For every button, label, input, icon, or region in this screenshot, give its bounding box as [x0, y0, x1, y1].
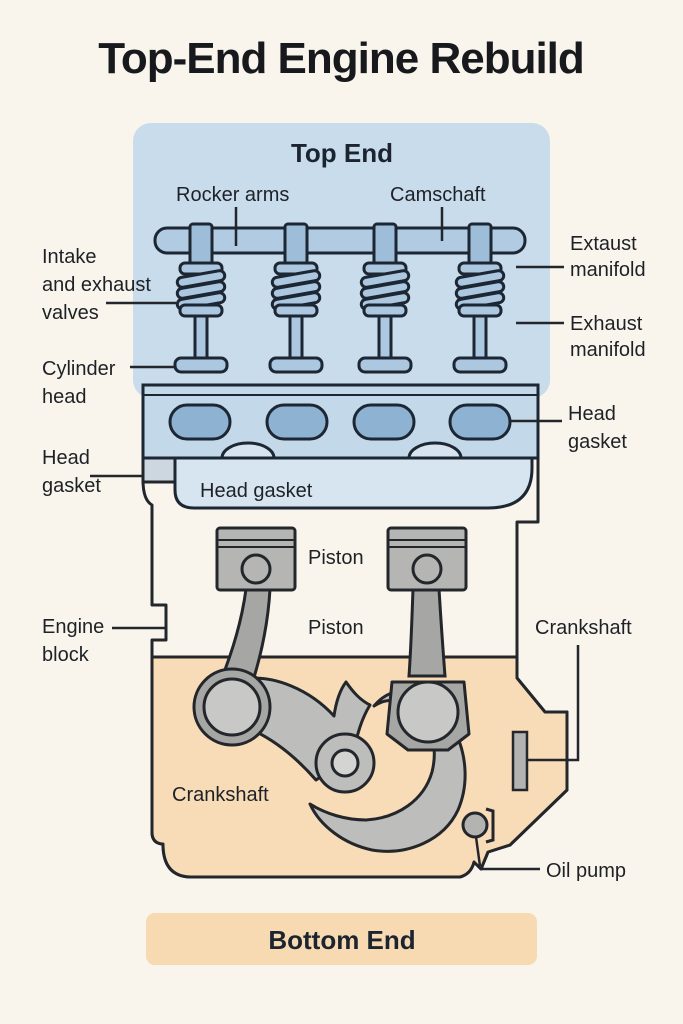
label-piston-lower: Piston — [308, 617, 364, 639]
crank-journal-bore — [330, 748, 360, 778]
label-camshaft: Camschaft — [390, 184, 486, 206]
label-rocker-arms: Rocker arms — [176, 184, 289, 206]
piston-left — [215, 526, 297, 592]
camshaft-shape — [153, 226, 527, 255]
rod-bearing-left — [202, 677, 262, 737]
connecting-rod-right — [407, 587, 447, 678]
head-gasket-shape — [173, 454, 534, 510]
label-engine-block: Engine block — [42, 616, 104, 666]
label-head-gasket-right: Head gasket — [568, 403, 627, 453]
label-extaust-manifold: Extaust manifold — [570, 233, 646, 281]
svg-text:Engine: Engine — [42, 616, 104, 638]
svg-text:head: head — [42, 386, 87, 408]
label-head-gasket-inside: Head gasket — [200, 480, 313, 502]
svg-text:Extaust: Extaust — [570, 233, 637, 255]
leader-oil-pump — [474, 836, 540, 871]
svg-text:Exhaust: Exhaust — [570, 313, 643, 335]
leader-crankshaft — [528, 645, 580, 762]
head-port — [265, 403, 329, 441]
svg-text:Cylinder: Cylinder — [42, 358, 116, 380]
label-intake-valves: Intake and exhaust valves — [42, 246, 151, 324]
svg-text:manifold: manifold — [570, 259, 646, 281]
top-end-panel — [133, 123, 550, 398]
svg-text:Head: Head — [42, 447, 90, 469]
oil-pump-shape — [461, 811, 489, 839]
label-oil-pump: Oil pump — [546, 860, 626, 882]
svg-text:Head: Head — [568, 403, 616, 425]
bottom-end-banner — [146, 913, 537, 965]
page-title: Top-End Engine Rebuild — [98, 34, 584, 83]
head-port — [168, 403, 232, 441]
label-head-gasket-left: Head gasket — [42, 447, 101, 497]
bottom-end-heading: Bottom End — [268, 925, 415, 955]
svg-text:valves: valves — [42, 302, 99, 324]
head-port — [448, 403, 512, 441]
oil-pump-bracket — [485, 807, 495, 844]
label-exhaust-manifold: Exhaust manifold — [570, 313, 646, 361]
label-cylinder-head: Cylinder head — [42, 358, 116, 408]
svg-text:Intake: Intake — [42, 246, 96, 268]
head-port — [352, 403, 416, 441]
label-piston-upper: Piston — [308, 547, 364, 569]
top-end-heading: Top End — [291, 138, 393, 168]
label-crankshaft-right: Crankshaft — [535, 617, 632, 639]
head-gasket-tab — [141, 456, 177, 484]
label-crankshaft-inside: Crankshaft — [172, 784, 269, 806]
piston-right — [386, 526, 468, 592]
svg-text:gasket: gasket — [42, 475, 101, 497]
crank-flange — [511, 730, 529, 792]
rod-bearing-right — [396, 680, 460, 744]
svg-text:and exhaust: and exhaust — [42, 274, 151, 296]
svg-text:manifold: manifold — [570, 339, 646, 361]
svg-text:block: block — [42, 644, 90, 666]
svg-text:gasket: gasket — [568, 431, 627, 453]
leader-lines — [90, 207, 580, 871]
cylinder-head-shape — [141, 383, 540, 460]
